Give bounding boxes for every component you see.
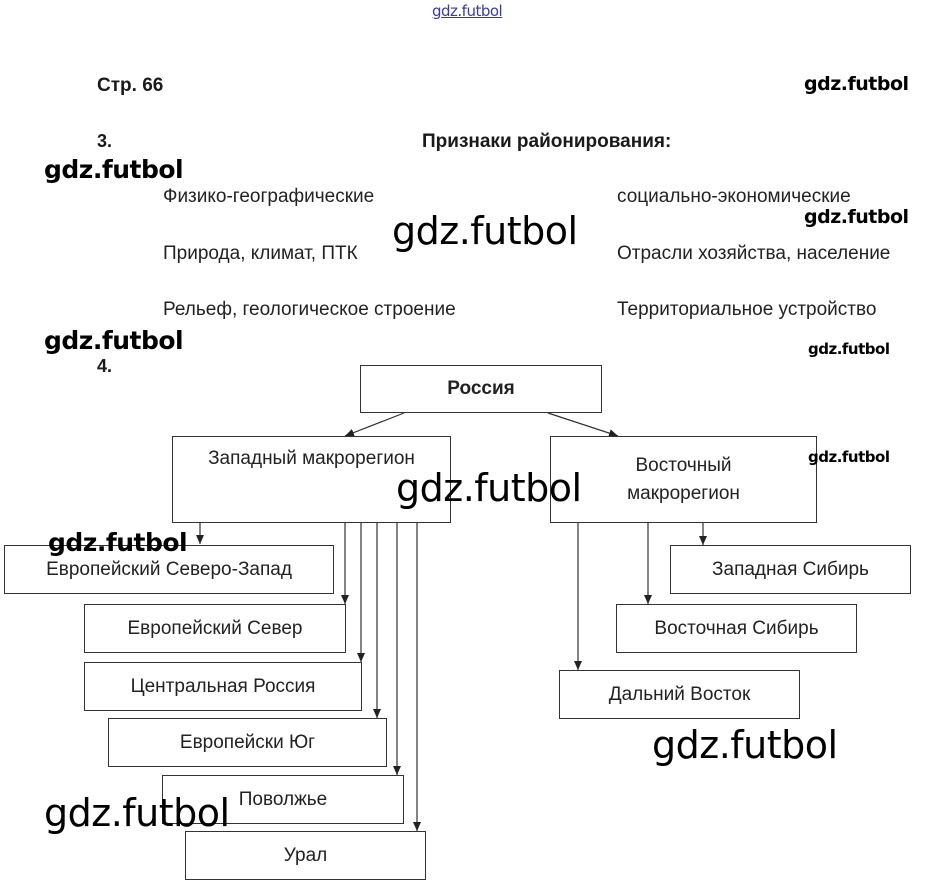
watermark-top: gdz.futbol [432,2,503,20]
watermark: gdz.futbol [652,723,838,767]
task3-number: 3. [97,131,113,151]
west-macroregion-label: Западный макрорегион [208,448,415,469]
page-label: Стр. 66 [97,75,164,96]
region-label: Дальний Восток [608,683,751,705]
region-box-volga: Поволжье [162,775,404,824]
right-col-item: Отрасли хозяйства, население [617,243,891,264]
region-box-ural: Урал [185,831,426,880]
region-box-west-siberia: Западная Сибирь [670,545,911,594]
left-col-item: Рельеф, геологическое строение [163,299,456,320]
region-label: Европейский Северо-Запад [46,558,292,580]
region-label: Центральная Россия [130,675,316,697]
west-macroregion-box: Западный макрорегион [172,436,451,523]
region-label: Поволжье [238,788,328,810]
watermark: gdz.futbol [48,528,188,557]
left-col-item: Физико-географические [163,186,375,207]
region-label: Западная Сибирь [712,558,869,580]
region-box-central: Центральная Россия [84,662,362,711]
watermark: gdz.futbol [44,155,184,184]
watermark: gdz.futbol [808,448,890,466]
watermark: gdz.futbol [808,340,890,358]
region-label: Урал [283,844,328,866]
region-box-far-east: Дальний Восток [559,670,800,719]
left-col-item: Природа, климат, ПТК [163,243,358,264]
right-col-item: социально-экономические [617,186,851,207]
root-label: Россия [447,378,515,399]
region-box-north: Европейский Север [84,604,346,653]
watermark: gdz.futbol [804,73,909,95]
region-box-south: Европейски Юг [108,718,387,767]
root-box-russia: Россия [360,365,602,413]
region-box-nw: Европейский Северо-Запад [4,545,334,594]
watermark: gdz.futbol [392,209,578,253]
watermark: gdz.futbol [804,206,909,228]
region-label: Восточная Сибирь [654,617,819,639]
task3-title: Признаки районирования: [422,131,672,152]
arrow-root-west [344,412,405,437]
watermark: gdz.futbol [44,326,184,355]
region-box-east-siberia: Восточная Сибирь [616,604,857,653]
task4-number: 4. [97,356,113,376]
region-label: Европейски Юг [179,731,316,753]
east-macroregion-label-line1: Восточный [635,454,732,476]
right-col-item: Территориальное устройство [617,299,877,320]
east-macroregion-box: Восточный макрорегион [550,436,817,523]
watermark: gdz.futbol [44,791,230,835]
arrow-root-east [547,412,619,437]
east-macroregion-label-line2: макрорегион [627,482,740,504]
region-label: Европейский Север [127,617,303,639]
watermark: gdz.futbol [396,466,582,510]
